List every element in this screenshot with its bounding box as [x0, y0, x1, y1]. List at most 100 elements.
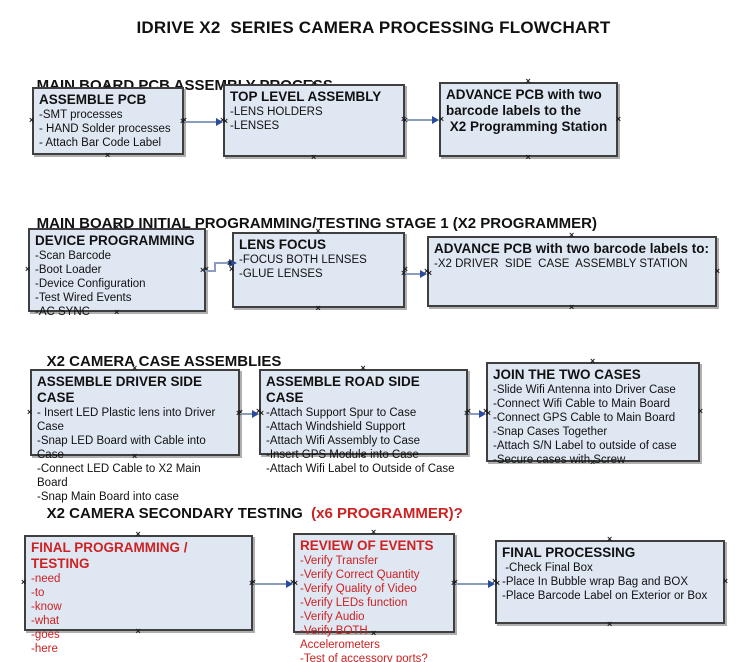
section-heading-secondary-testing: X2 CAMERA SECONDARY TESTING (x6 PROGRAMM…: [30, 488, 463, 539]
flow-box-device-programming: × × × × DEVICE PROGRAMMING -Scan Barcode…: [25, 223, 209, 319]
box-item-text: -SMT processes: [39, 109, 123, 121]
connection-point-icon: ×: [607, 619, 613, 629]
section-heading-red-suffix: (x6 PROGRAMMER)?: [311, 505, 463, 522]
connector-arrow: × ×: [180, 116, 228, 127]
connection-point-icon: ×: [25, 264, 31, 274]
box-items: -Slide Wifi Antenna into Driver Case-Con…: [493, 383, 693, 467]
section-heading-text: MAIN BOARD INITIAL PROGRAMMING/TESTING S…: [36, 215, 597, 232]
connection-point-icon: ×: [590, 457, 596, 467]
box-item-text: - Attach Bar Code Label: [39, 137, 162, 149]
box-item-text: -Insert GPS Module into Case: [266, 449, 419, 461]
page-title: IDRIVE X2 SERIES CAMERA PROCESSING FLOWC…: [136, 18, 611, 37]
box-item-text: -know: [31, 601, 62, 613]
connector-endpoint-icon: ×: [426, 268, 432, 278]
box-item-text: -Connect LED Cable to X2 Main Board: [37, 463, 204, 489]
arrowhead-icon: [487, 579, 495, 588]
box-title: ADVANCE PCB with two barcode labels to t…: [446, 87, 608, 134]
connection-point-icon: ×: [203, 264, 209, 274]
box-item-text: -Attach Wifi Assembly to Case: [266, 435, 421, 447]
connector-line: [254, 582, 286, 585]
arrowhead-icon: [285, 579, 293, 588]
box-item-text: - HAND Solder processes: [39, 123, 171, 135]
connection-point-icon: ×: [315, 303, 321, 313]
box-item-text: -here: [31, 643, 58, 655]
box-title: REVIEW OF EVENTS: [300, 538, 434, 553]
box-title: FINAL PROGRAMMING / TESTING: [31, 540, 192, 571]
connector-line: [241, 412, 252, 415]
box-item-text: -Place In Bubble wrap Bag and BOX: [502, 576, 689, 588]
box-item-text: -need: [31, 573, 61, 585]
connection-point-icon: ×: [402, 264, 408, 274]
connector-endpoint-icon: ×: [438, 114, 444, 124]
box-item-text: -Connect Wifi Cable to Main Board: [493, 398, 671, 410]
box-item-text: -Verify BOTH Accelerometers: [300, 625, 380, 651]
connection-point-icon: ×: [114, 222, 120, 232]
box-items: -FOCUS BOTH LENSES -GLUE LENSES: [239, 253, 398, 281]
box-item-text: -X2 DRIVER SIDE CASE ASSEMBLY STATION: [434, 258, 688, 270]
section-heading-case-assemblies: X2 CAMERA CASE ASSEMBLIES: [30, 336, 282, 387]
flow-box-review-of-events: × × × × REVIEW OF EVENTS -Verify Transfe…: [290, 528, 458, 662]
connector-line: [406, 118, 432, 121]
connection-point-icon: ×: [229, 264, 235, 274]
box-item-text: -FOCUS BOTH LENSES: [239, 254, 367, 266]
section-heading-text: X2 CAMERA SECONDARY TESTING: [46, 505, 312, 522]
connection-point-icon: ×: [360, 450, 366, 460]
connector-endpoint-icon: ×: [401, 114, 407, 124]
connector-endpoint-icon: ×: [222, 116, 228, 126]
connection-point-icon: ×: [315, 226, 321, 236]
connector-arrow: × ×: [249, 578, 298, 589]
section-heading-text: X2 CAMERA CASE ASSEMBLIES: [46, 353, 282, 370]
box-items: -LENS HOLDERS -LENSES: [230, 105, 398, 133]
connector-endpoint-icon: ×: [227, 258, 233, 268]
flow-box-top-level-assembly: × × × × TOP LEVEL ASSEMBLY -LENS HOLDERS…: [220, 79, 408, 162]
connection-point-icon: ×: [569, 230, 575, 240]
box-title: ASSEMBLE DRIVER SIDE CASE: [37, 374, 206, 405]
connection-point-icon: ×: [525, 76, 531, 86]
flow-box-final-programming-testing: × × × × FINAL PROGRAMMING / TESTING -nee…: [21, 530, 256, 656]
connection-point-icon: ×: [371, 628, 377, 638]
connection-point-icon: ×: [590, 356, 596, 366]
box-items: -X2 DRIVER SIDE CASE ASSEMBLY STATION: [434, 257, 710, 271]
connector-endpoint-icon: ×: [494, 578, 500, 588]
connector-line: [456, 582, 488, 585]
connector-arrow: × ×: [401, 268, 432, 279]
box-item-text: -Attach S/N Label to outside of case: [493, 440, 677, 452]
connection-point-icon: ×: [697, 406, 703, 416]
box-item-text: -Snap Cases Together: [493, 426, 608, 438]
box-title: DEVICE PROGRAMMING: [35, 233, 195, 248]
box-item-text: -Verify Correct Quantity: [300, 569, 420, 581]
connection-point-icon: ×: [403, 115, 408, 125]
connection-point-icon: ×: [27, 406, 33, 417]
box-item-text: -LENSES: [230, 120, 280, 132]
box-items: -Verify Transfer -Verify Correct Quantity…: [300, 554, 448, 662]
connector-endpoint-icon: ×: [485, 408, 491, 418]
connection-point-icon: ×: [105, 150, 111, 160]
box-item-text: -Attach Wifi Label to Outside of Case: [266, 463, 455, 475]
box-item-text: - Insert LED Plastic lens into Driver Ca…: [37, 407, 219, 433]
box-item-text: -LENS HOLDERS: [230, 106, 323, 118]
box-item-text: -GLUE LENSES: [239, 268, 323, 280]
box-item-text: -Verify LEDs function: [300, 597, 408, 609]
flow-box-assemble-road-side-case: × × × × ASSEMBLE ROAD SIDE CASE -Attach …: [256, 364, 471, 476]
connector-endpoint-icon: ×: [236, 408, 242, 418]
connection-point-icon: ×: [135, 626, 141, 636]
box-items: -SMT processes - HAND Solder processes - A…: [39, 108, 177, 150]
box-item-text: -Device Configuration: [35, 278, 146, 290]
flow-box-assemble-pcb: × × × × ASSEMBLE PCB -SMT processes- HAN…: [29, 82, 187, 160]
box-item-text: -Test of accessory ports?: [300, 653, 428, 662]
box-items: -Check Final Box-Place In Bubble wrap Ba…: [502, 561, 718, 603]
box-item-text: -Boot Loader: [35, 264, 102, 276]
connection-point-icon: ×: [237, 406, 243, 417]
connector-endpoint-icon: ×: [401, 268, 407, 278]
connector-line: [469, 412, 479, 415]
connection-point-icon: ×: [465, 406, 471, 416]
connector-arrow: × ×: [451, 578, 500, 589]
box-item-text: -Connect GPS Cable to Main Board: [493, 412, 676, 424]
box-item-text: -Place Barcode Label on Exterior or Box: [502, 590, 708, 602]
connection-point-icon: ×: [311, 152, 317, 162]
arrowhead-icon: [478, 409, 486, 418]
connection-point-icon: ×: [132, 363, 138, 373]
connection-point-icon: ×: [29, 115, 35, 125]
box-item-text: -Verify Transfer: [300, 555, 378, 567]
